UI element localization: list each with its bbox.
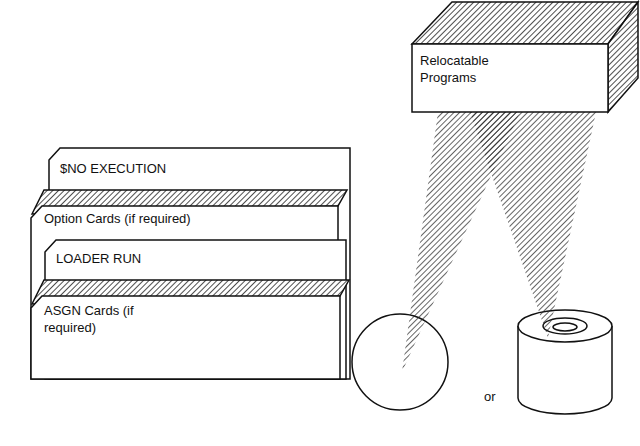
node-text: LOADER RUN xyxy=(44,240,346,267)
program-box-label: Relocatable Programs xyxy=(412,44,608,112)
connector-word: or xyxy=(482,388,498,405)
program-box xyxy=(412,2,638,112)
beam xyxy=(470,112,596,338)
node-text: Relocatable Programs xyxy=(412,44,520,86)
node-text: ASGN Cards (if required) xyxy=(30,280,144,336)
disk-symbol xyxy=(352,314,448,410)
node-text: Option Cards (if required) xyxy=(30,190,334,227)
tape-symbol xyxy=(518,310,612,414)
card-deck: ASGN Cards (if required) xyxy=(30,280,350,380)
node-text: $NO EXECUTION xyxy=(48,148,350,177)
